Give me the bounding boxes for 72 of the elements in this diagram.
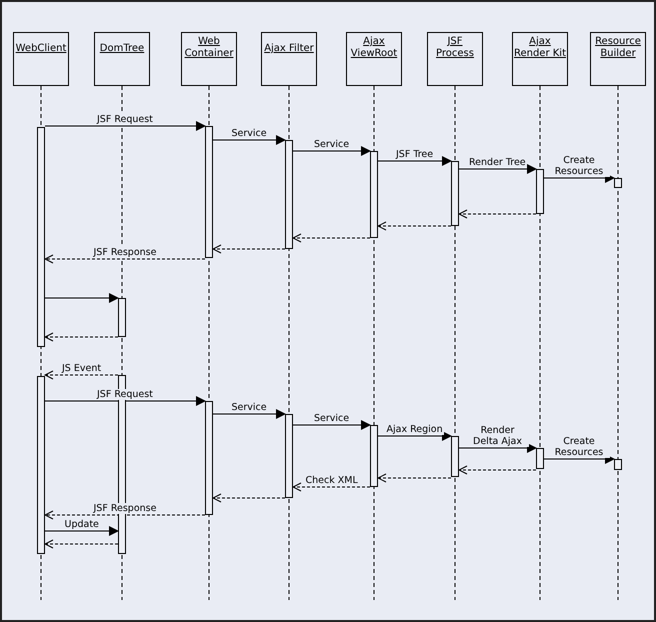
return-arrow [44, 370, 118, 380]
participant-name: WebClient [16, 43, 66, 55]
activation-bar [37, 376, 45, 554]
message-arrow [544, 173, 615, 183]
message-arrow [458, 443, 537, 453]
message-arrow [378, 431, 452, 441]
activation-bar [536, 448, 544, 469]
activation-bar [451, 161, 459, 226]
activation-bar [205, 401, 213, 515]
message-label: Service [230, 128, 268, 139]
participant-box [13, 32, 69, 86]
return-arrow [212, 494, 286, 502]
message-arrow [44, 396, 206, 406]
participant-box [94, 32, 150, 86]
message-arrow [544, 454, 615, 464]
message-label: JS Event [61, 363, 102, 374]
return-arrow [378, 474, 452, 482]
participant-name: Resource Builder [594, 36, 642, 60]
participant-box [427, 32, 483, 86]
message-arrow [458, 164, 537, 174]
activation-bar [451, 436, 459, 477]
return-arrow [458, 210, 536, 218]
activation-bar [370, 425, 378, 487]
activation-bar [118, 298, 126, 337]
message-label: JSF Request [96, 389, 154, 400]
return-arrow [292, 482, 370, 492]
return-arrow [292, 234, 370, 242]
message-arrow [212, 409, 286, 419]
activation-bar [37, 127, 45, 347]
activation-bar [285, 414, 293, 498]
message-arrow [44, 526, 119, 536]
message-arrow [292, 146, 371, 156]
participant-name: Ajax Filter [264, 43, 314, 55]
return-arrow [458, 466, 536, 474]
activation-bar [614, 178, 622, 188]
message-label: Check XML [304, 475, 359, 486]
message-arrow [212, 135, 286, 145]
activation-bar [205, 126, 213, 258]
message-arrow [378, 156, 452, 166]
message-label: Service [313, 413, 350, 424]
participant-name: Web Container [184, 36, 234, 60]
message-arrow [44, 121, 206, 131]
participant-name: Ajax Render Kit [513, 36, 567, 60]
return-arrow [44, 510, 206, 520]
message-label: JSF Tree [395, 149, 434, 160]
participant-box [181, 32, 237, 86]
activation-bar [614, 459, 622, 470]
participant-box [261, 32, 317, 86]
activation-bar [536, 169, 544, 214]
activation-bar [285, 140, 293, 249]
message-label: JSF Response [92, 247, 158, 258]
return-arrow [44, 254, 206, 264]
return-arrow [378, 222, 452, 230]
message-arrow [292, 420, 371, 430]
message-label: Ajax Region [386, 424, 444, 435]
message-label: JSF Response [92, 503, 158, 514]
message-label: JSF Request [96, 114, 154, 125]
activation-bar [370, 151, 378, 238]
participant-box [346, 32, 402, 86]
participant-name: JSF Process [435, 36, 475, 60]
message-label: Service [313, 139, 350, 150]
message-label: Render Tree [468, 157, 527, 168]
message-label: Update [64, 519, 100, 530]
return-arrow [44, 540, 118, 548]
message-label: Service [230, 402, 268, 413]
participant-name: DomTree [100, 43, 144, 55]
participant-box [512, 32, 568, 86]
return-arrow [212, 244, 286, 254]
participant-name: Ajax ViewRoot [350, 36, 398, 60]
message-arrow [44, 293, 119, 303]
return-arrow [44, 332, 118, 342]
participant-box [590, 32, 646, 86]
